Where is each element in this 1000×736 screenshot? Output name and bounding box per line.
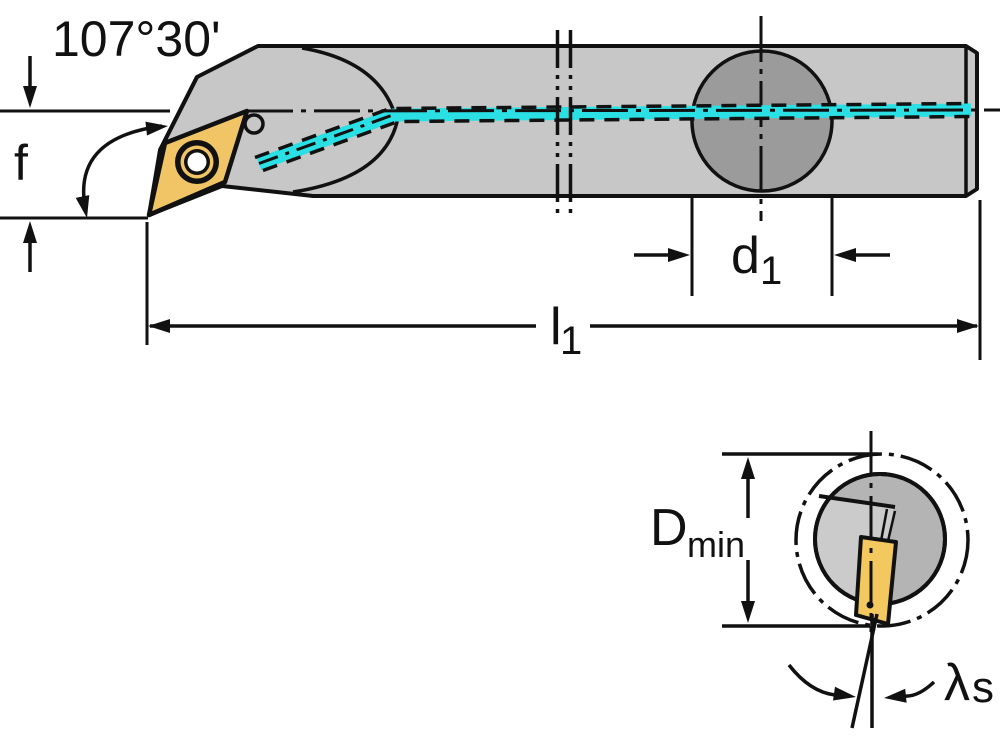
insert — [146, 108, 250, 218]
coolant-channel — [254, 101, 972, 173]
angle-label: 107°30' — [52, 11, 221, 67]
dimension-angle: 107°30' — [52, 11, 221, 218]
dimension-d1: d 1 — [634, 196, 890, 296]
lambda-arrow-right-curve — [904, 680, 936, 698]
dmin-label-sub: min — [687, 524, 745, 565]
coolant-wall-dashed-bottom — [262, 114, 972, 173]
dimension-lambda-s: λ s — [787, 613, 994, 729]
dimension-f: f — [0, 56, 170, 272]
l1-label-sub: 1 — [560, 319, 582, 363]
d1-arrowhead-right — [834, 248, 856, 262]
d1-label-sub: 1 — [760, 249, 782, 293]
insert-seat-line-right — [886, 510, 897, 542]
l1-arrowhead-right — [957, 319, 979, 333]
dimension-dmin: D min — [650, 452, 878, 628]
f-label: f — [14, 135, 28, 191]
l1-label-main: l — [550, 298, 562, 356]
f-arrowhead-down — [23, 86, 37, 108]
bar-body — [147, 44, 979, 217]
insert-seat-line-left — [879, 508, 889, 542]
coolant-axis-dashdot — [258, 113, 395, 165]
insert-screw-hole-center — [187, 152, 207, 172]
d1-arrowhead-left — [668, 248, 690, 262]
lambda-arrowhead-left — [833, 686, 856, 701]
lambda-arrow-left-curve — [787, 663, 836, 697]
f-arrowhead-up — [23, 221, 37, 243]
section-chord-line — [818, 494, 896, 509]
coolant-wall-dashed-top — [254, 101, 972, 160]
section-view: D min λ s — [650, 431, 994, 729]
dmin-arrowhead-down — [741, 601, 755, 623]
angle-arrowhead-upper — [145, 121, 168, 136]
d1-label-main: d — [731, 227, 760, 285]
corner-relief-circle — [243, 113, 265, 135]
lambda-arrowhead-right — [884, 688, 907, 703]
section-insert — [854, 535, 898, 626]
lambda-inclined-leg — [850, 613, 879, 729]
break-lines — [555, 30, 573, 213]
min-bore-circle-dashdot — [794, 452, 970, 628]
main-view: f 107°30' d 1 l 1 — [0, 11, 1000, 363]
angle-arc — [81, 124, 163, 213]
bar-centerline — [246, 108, 1000, 113]
lambda-label-sub: s — [972, 663, 994, 712]
dmin-label-main: D — [650, 499, 688, 557]
dmin-arrowhead-up — [741, 457, 755, 479]
angle-arrowhead-lower — [75, 195, 90, 218]
lambda-label-main: λ — [944, 654, 970, 712]
head-transition-curve — [292, 46, 399, 194]
head-front-face-line — [158, 76, 199, 151]
dimension-l1: l 1 — [145, 200, 982, 363]
l1-arrowhead-left — [148, 319, 170, 333]
